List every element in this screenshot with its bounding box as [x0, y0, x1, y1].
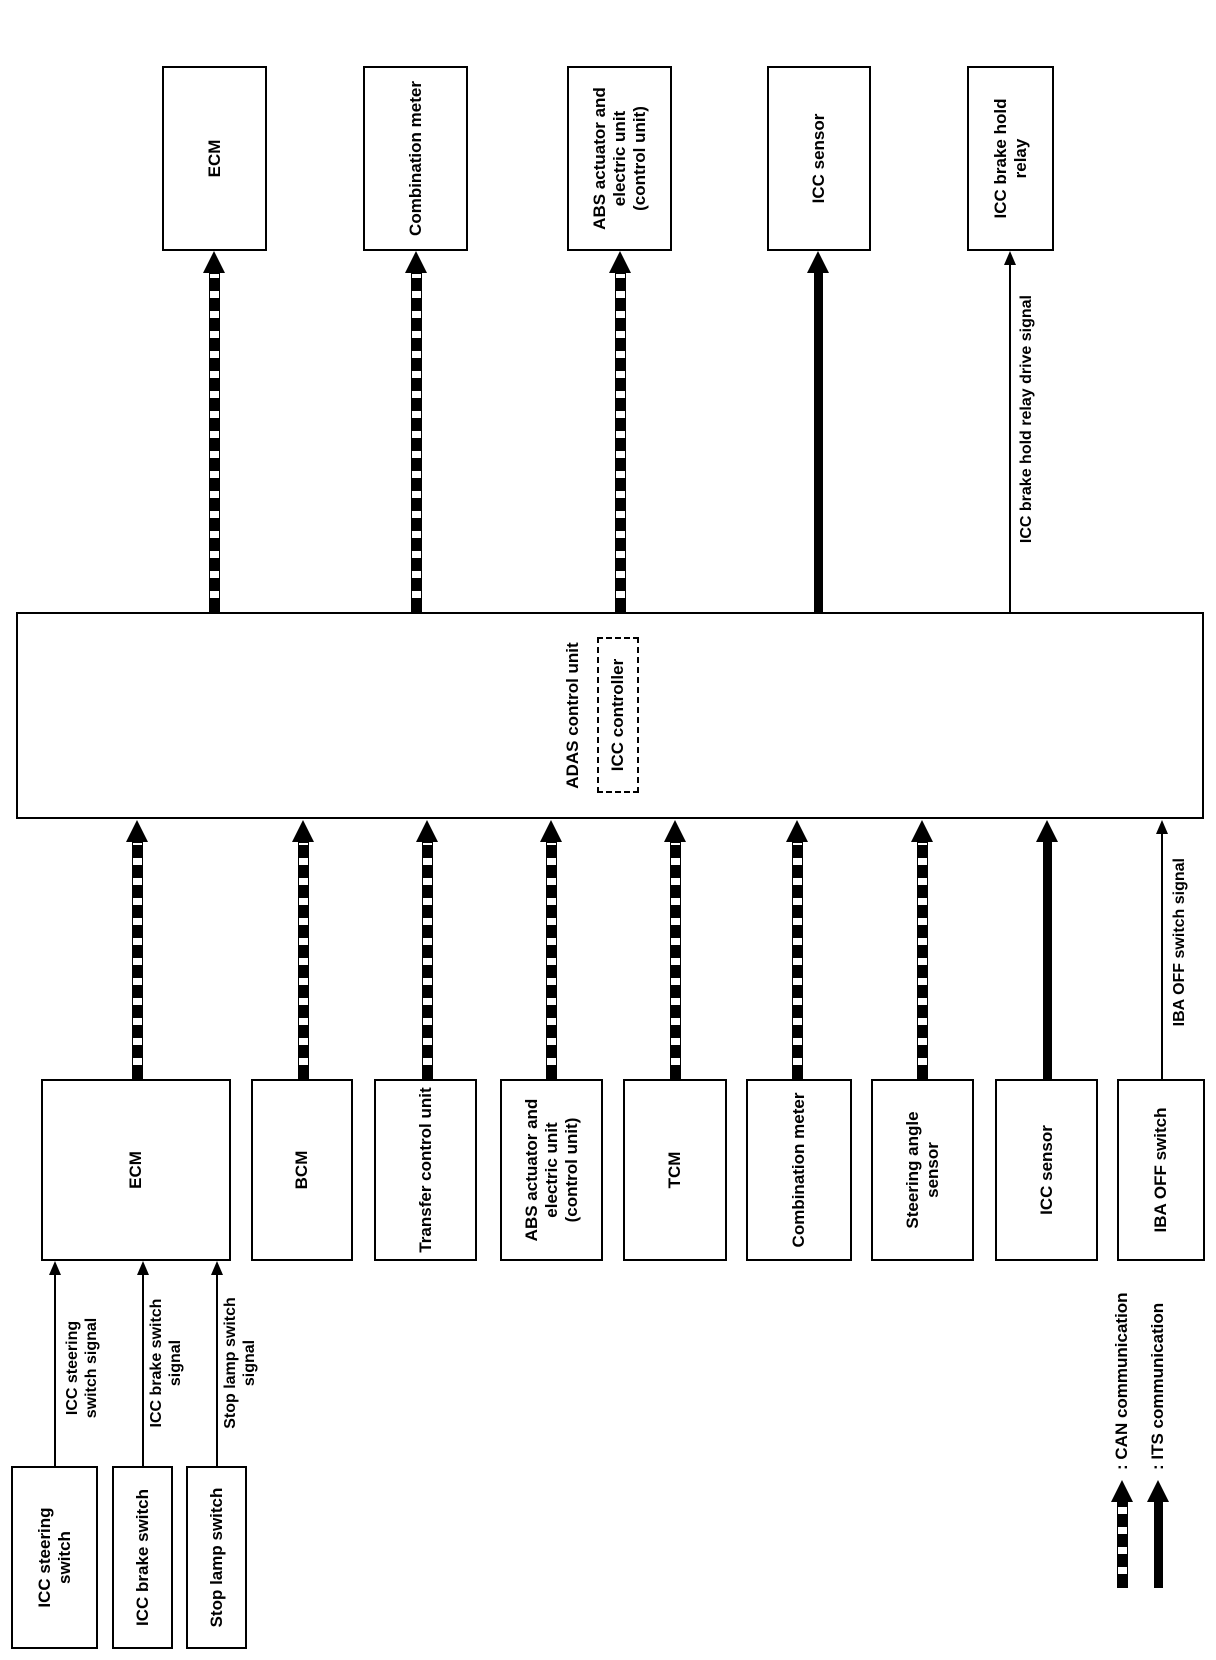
box-source-tcm: TCM: [623, 1079, 727, 1261]
can-line: [421, 842, 433, 1079]
box-icc-controller: ICC controller: [597, 637, 639, 793]
arrowhead-icon: [292, 820, 314, 842]
arrowhead-icon: [1156, 820, 1168, 834]
box-source-ecm: ECM: [41, 1079, 231, 1261]
arrowhead-icon: [211, 1261, 223, 1275]
signal-line: [142, 1275, 144, 1466]
box-label: BCM: [292, 1150, 311, 1190]
can-line: [131, 842, 143, 1079]
box-target-abs-actuator: ABS actuator and electric unit (control …: [567, 66, 672, 251]
box-label: ICC brake hold relay: [990, 98, 1030, 219]
box-source-bcm: BCM: [251, 1079, 353, 1261]
its-arrow-adas-to-icc-sensor: [807, 251, 829, 612]
arrowhead-icon: [137, 1261, 149, 1275]
label-stop-lamp-switch-signal: Stop lamp switch signal: [222, 1297, 258, 1429]
arrowhead-icon: [786, 820, 808, 842]
box-label: ICC sensor: [1036, 1125, 1056, 1215]
legend-its-label: : ITS communication: [1148, 1302, 1167, 1470]
can-arrow-bcm-to-adas: [292, 820, 314, 1079]
arrowhead-icon: [1004, 251, 1016, 265]
box-label: ECM: [126, 1151, 145, 1189]
can-line: [614, 273, 626, 612]
signal-line: [54, 1275, 56, 1466]
box-target-combination-meter: Combination meter: [363, 66, 468, 251]
can-arrow-steering-angle-to-adas: [911, 820, 933, 1079]
box-label: ICC sensor: [809, 113, 828, 204]
can-line: [1116, 1502, 1128, 1588]
can-line: [410, 273, 422, 612]
box-label: ECM: [204, 139, 224, 178]
arrowhead-icon: [49, 1261, 61, 1275]
can-arrow-abs-to-adas: [540, 820, 562, 1079]
box-label: TCM: [665, 1151, 684, 1189]
can-arrow-ecm-to-adas: [126, 820, 148, 1079]
signal-line: [1009, 265, 1011, 612]
box-label: ICC brake switch: [132, 1489, 152, 1626]
its-line: [1153, 1502, 1163, 1588]
legend-its-arrow: [1147, 1480, 1169, 1588]
arrowhead-icon: [911, 820, 933, 842]
can-arrow-transfer-to-adas: [416, 820, 438, 1079]
box-label: Combination meter: [405, 81, 425, 236]
signal-line: [1161, 834, 1163, 1079]
legend-can-arrow: [1111, 1480, 1133, 1588]
box-label: Steering angle sensor: [902, 1111, 942, 1229]
can-arrow-adas-to-ecm: [203, 251, 225, 612]
box-source-combination-meter: Combination meter: [746, 1079, 852, 1261]
box-label: ICC controller: [608, 658, 627, 772]
box-target-ecm: ECM: [162, 66, 267, 251]
label-icc-steering-switch-signal: ICC steering switch signal: [64, 1317, 100, 1419]
box-stop-lamp-switch: Stop lamp switch: [186, 1466, 247, 1649]
arrowhead-icon: [609, 251, 631, 273]
arrowhead-icon: [126, 820, 148, 842]
box-source-steering-angle-sensor: Steering angle sensor: [871, 1079, 974, 1261]
box-icc-brake-switch: ICC brake switch: [112, 1466, 173, 1649]
signal-line: [216, 1275, 218, 1466]
label-icc-brake-switch-signal: ICC brake switch signal: [148, 1298, 184, 1428]
box-target-icc-sensor: ICC sensor: [767, 66, 871, 251]
label-iba-off-switch-signal: IBA OFF switch signal: [1171, 858, 1188, 1027]
label-icc-brake-hold-relay-drive-signal: ICC brake hold relay drive signal: [1018, 295, 1035, 544]
can-arrow-combination-meter-to-adas: [786, 820, 808, 1079]
arrowhead-icon: [405, 251, 427, 273]
box-target-icc-brake-hold-relay: ICC brake hold relay: [967, 66, 1054, 251]
arrowhead-icon: [416, 820, 438, 842]
can-line: [545, 842, 557, 1079]
can-line: [916, 842, 928, 1079]
legend-can-label: : CAN communication: [1112, 1292, 1131, 1470]
box-label: Combination meter: [789, 1092, 808, 1248]
can-arrow-tcm-to-adas: [664, 820, 686, 1079]
can-arrow-adas-to-abs: [609, 251, 631, 612]
box-source-iba-off-switch: IBA OFF switch: [1117, 1079, 1205, 1261]
arrowhead-icon: [1036, 820, 1058, 842]
its-arrow-icc-sensor-to-adas: [1036, 820, 1058, 1079]
box-label: ABS actuator and electric unit (control …: [521, 1098, 581, 1242]
can-arrow-adas-to-combination-meter: [405, 251, 427, 612]
box-label: IBA OFF switch: [1151, 1107, 1170, 1233]
can-line: [669, 842, 681, 1079]
can-line: [208, 273, 220, 612]
arrowhead-icon: [1147, 1480, 1169, 1502]
box-icc-steering-switch: ICC steering switch: [11, 1466, 98, 1649]
can-line: [791, 842, 803, 1079]
its-line: [813, 273, 823, 612]
can-line: [297, 842, 309, 1079]
box-source-icc-sensor: ICC sensor: [995, 1079, 1098, 1261]
arrowhead-icon: [203, 251, 225, 273]
box-label: Stop lamp switch: [206, 1487, 226, 1628]
box-label: Transfer control unit: [415, 1087, 435, 1253]
box-label: ABS actuator and electric unit (control …: [589, 87, 649, 230]
arrowhead-icon: [1111, 1480, 1133, 1502]
box-label: ICC steering switch: [34, 1507, 74, 1608]
box-source-abs-actuator: ABS actuator and electric unit (control …: [500, 1079, 603, 1261]
box-source-transfer-control-unit: Transfer control unit: [374, 1079, 477, 1261]
its-line: [1042, 842, 1052, 1079]
arrowhead-icon: [807, 251, 829, 273]
adas-control-unit-title: ADAS control unit: [563, 642, 582, 789]
arrowhead-icon: [540, 820, 562, 842]
arrowhead-icon: [664, 820, 686, 842]
